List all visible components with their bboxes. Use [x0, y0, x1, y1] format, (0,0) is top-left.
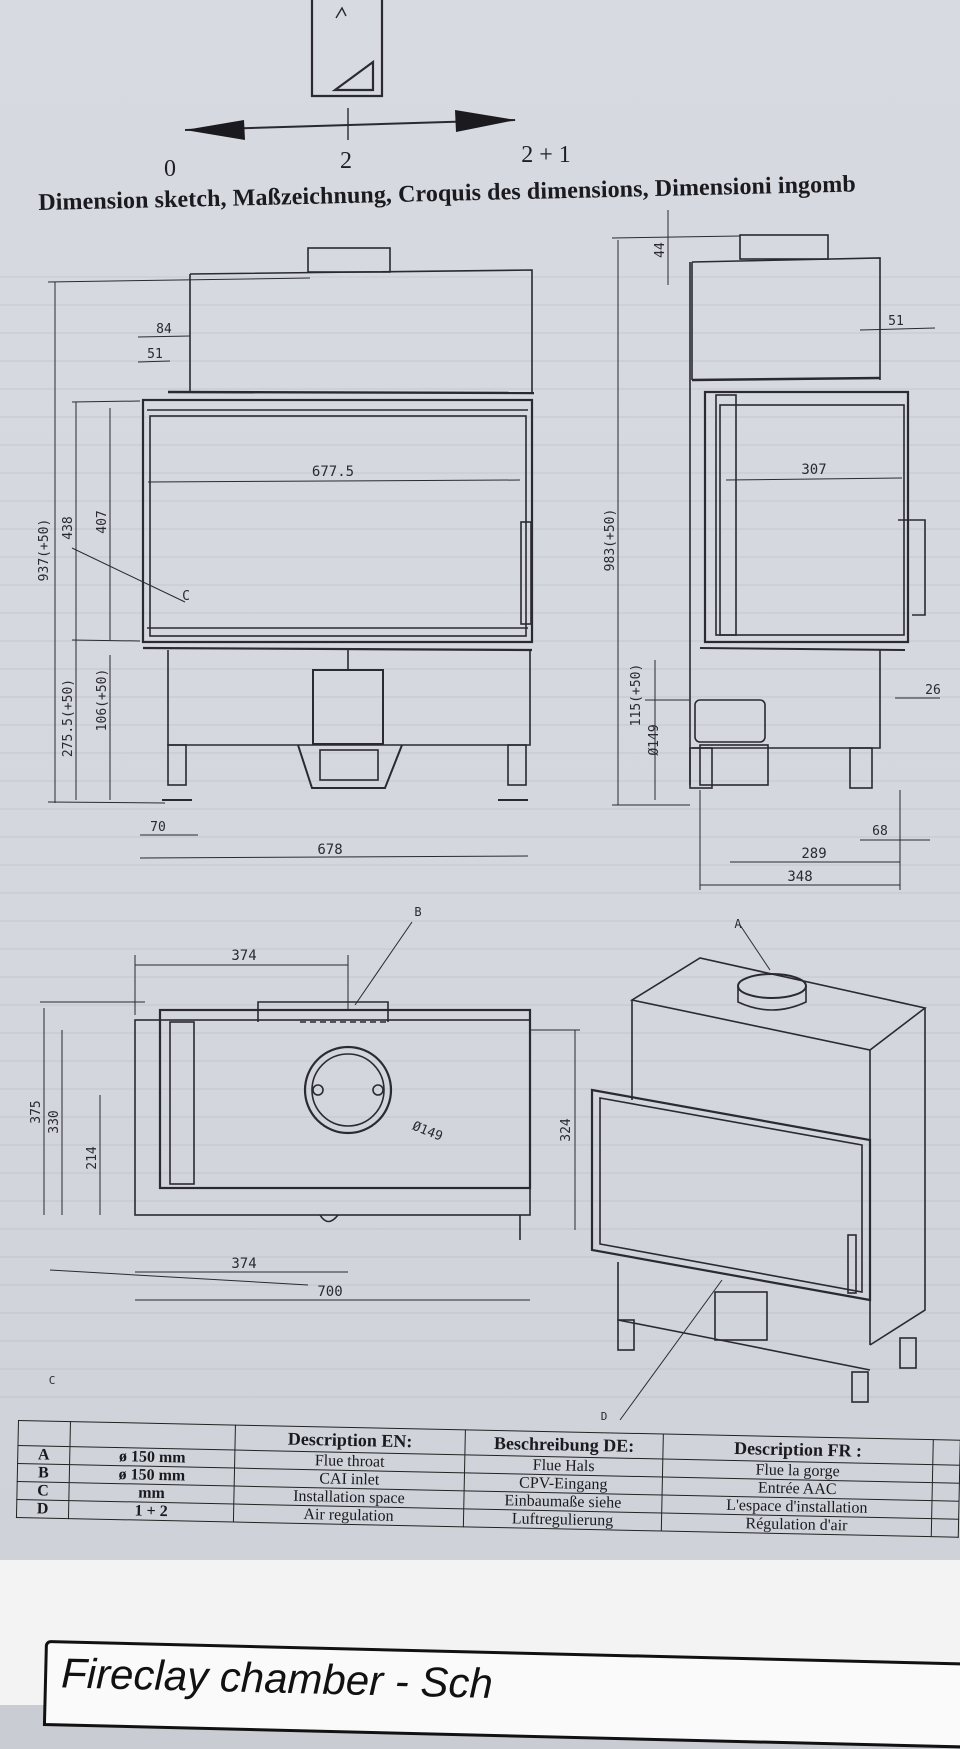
dim-label: 68 [872, 824, 888, 839]
table-header-cell [69, 1421, 236, 1451]
air-regulator-diagram [184, 0, 516, 140]
front-view-drawing [47, 247, 535, 859]
dim-label: 374 [231, 1256, 256, 1272]
dim-label: 348 [787, 869, 812, 885]
spec-table: Description EN: Beschreibung DE: Descrip… [16, 1420, 960, 1538]
dim-label: 44 [653, 242, 668, 258]
dim-label: 438 [61, 516, 76, 539]
dim-label: 307 [801, 462, 826, 478]
table-cell [932, 1482, 960, 1502]
table-cell-key: D [16, 1499, 69, 1519]
dim-label: 51 [888, 314, 904, 329]
table-cell [932, 1464, 960, 1484]
callout-label: A [734, 917, 742, 931]
dim-label: 214 [85, 1146, 100, 1170]
table-cell [931, 1518, 959, 1538]
table-cell-value: 1 + 2 [68, 1500, 234, 1523]
dim-label: Ø149 [647, 724, 662, 755]
spec-table-container: Description EN: Beschreibung DE: Descrip… [16, 1420, 960, 1538]
side-view-drawing [611, 210, 940, 890]
callout-label: D [601, 1410, 608, 1423]
dim-label: 700 [317, 1284, 342, 1300]
regulator-label-2-plus-1: 2 + 1 [521, 142, 571, 168]
dim-label: 115(+50) [629, 664, 644, 727]
callout-label: B [414, 905, 421, 919]
table-cell-key: B [17, 1463, 70, 1483]
top-view-drawing [40, 921, 580, 1301]
dim-label: C [182, 589, 190, 604]
dim-label: 677.5 [312, 464, 354, 480]
dim-label: 84 [156, 322, 172, 337]
dim-label: 51 [147, 347, 163, 362]
regulator-label-2: 2 [340, 148, 352, 174]
dim-label: 375 [29, 1100, 44, 1123]
dim-label: 330 [47, 1110, 62, 1133]
manual-page: 0 2 2 + 1 84 51 677.5 937(+50) 438 407 C… [0, 0, 960, 1560]
banner-title: Fireclay chamber - Sch [60, 1649, 494, 1707]
dim-label: 275.5(+50) [61, 679, 76, 757]
dim-label: 407 [95, 510, 110, 533]
dim-label: 937(+50) [37, 519, 52, 582]
table-cell-key: C [16, 1481, 70, 1501]
dim-label: 678 [317, 842, 342, 858]
table-header-cell [932, 1439, 960, 1466]
dim-label: 983(+50) [603, 509, 618, 572]
isometric-view-drawing [590, 924, 927, 1421]
callout-label: C [49, 1374, 56, 1387]
dim-label: 106(+50) [95, 669, 110, 732]
dim-label: 70 [150, 820, 166, 835]
regulator-label-0: 0 [164, 156, 176, 182]
table-cell-key: A [17, 1445, 70, 1465]
dim-label: 324 [559, 1118, 574, 1142]
table-cell-de: Luftregulierung [463, 1508, 662, 1531]
table-cell [931, 1500, 960, 1520]
arrow-left-icon [185, 120, 245, 140]
dim-label: Ø149 [410, 1119, 445, 1145]
dim-label: 289 [801, 846, 826, 862]
dim-label: 374 [231, 948, 256, 964]
table-header-cell [17, 1420, 71, 1447]
arrow-right-icon [455, 110, 516, 132]
technical-drawings: 0 2 2 + 1 84 51 677.5 937(+50) 438 407 C… [29, 0, 941, 1423]
dim-label: 26 [925, 683, 941, 698]
table-header-cell: Beschreibung DE: [464, 1429, 664, 1460]
